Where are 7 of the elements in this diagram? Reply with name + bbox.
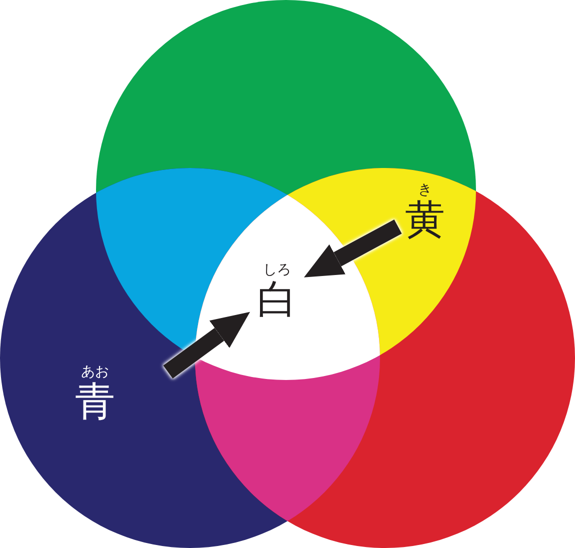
furigana-reading: しろ — [263, 262, 291, 278]
color-name: 黄 — [405, 198, 445, 242]
color-name: 青 — [75, 380, 115, 424]
furigana-reading: き — [418, 182, 432, 198]
color-name: 白 — [257, 278, 297, 322]
arrow — [163, 312, 250, 378]
furigana-reading: あお — [81, 364, 109, 380]
